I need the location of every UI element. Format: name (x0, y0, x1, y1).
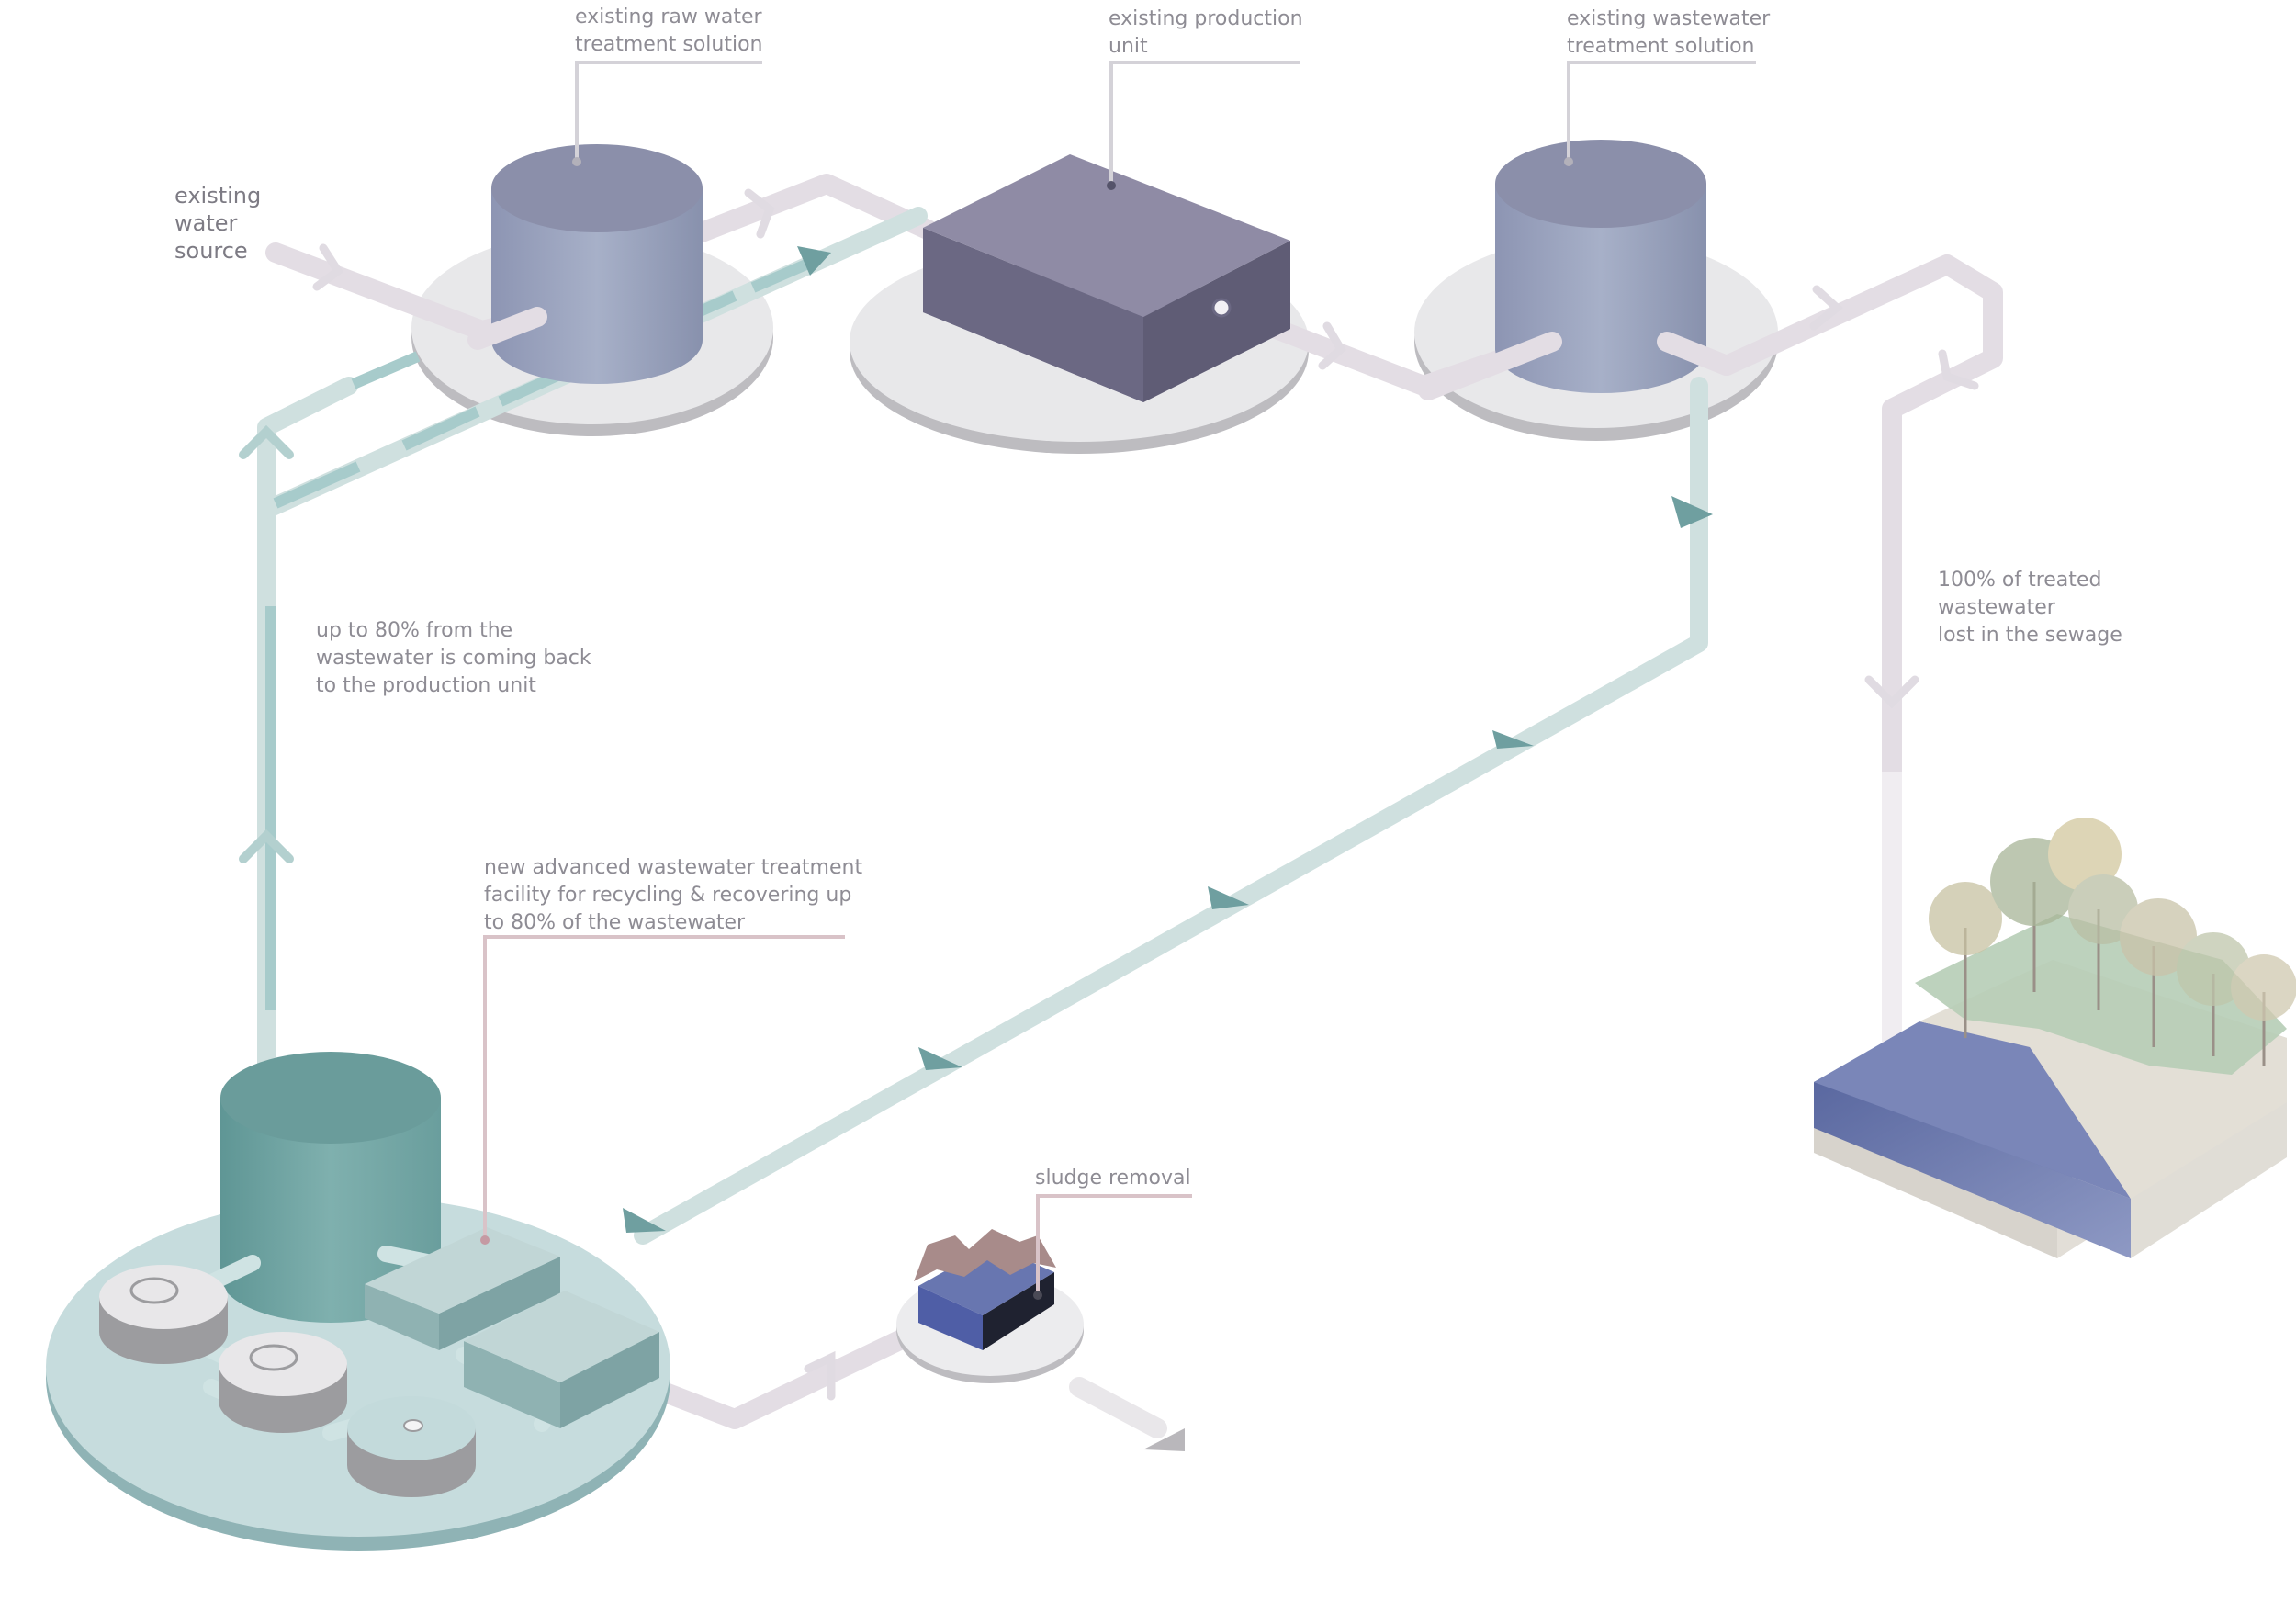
chevron-icon (1318, 321, 1346, 370)
teal-chevrons (239, 424, 294, 863)
arrowhead-icon (797, 246, 831, 276)
treatment-block-1 (365, 1227, 560, 1350)
chevron-icon (239, 829, 294, 863)
raw-water-treatment-label: existing raw water treatment solution (575, 6, 763, 56)
recycle-note-label: up to 80% from the wastewater is coming … (316, 619, 591, 697)
river-water (1814, 1082, 2131, 1258)
grey-chevrons (312, 188, 1979, 1401)
chevron-icon (312, 243, 344, 291)
river-landscape (1814, 818, 2296, 1258)
raw-tank-stub-pipe (467, 307, 547, 350)
wastewater-leader (1567, 61, 1756, 161)
sludge-arrowhead-icon (1143, 1428, 1185, 1451)
production-unit-label: existing production unit (1109, 7, 1303, 58)
raw-water-leader (575, 61, 762, 161)
chevron-icon (1938, 349, 1979, 390)
arrowhead-icon (623, 1208, 666, 1233)
wastewater-to-facility-pipe (634, 377, 1708, 1245)
wastewater-outlet-stub (1657, 332, 1737, 376)
sludge-removal-label: sludge removal (1035, 1167, 1191, 1190)
production-unit-box (923, 154, 1290, 402)
arrowhead-icon (1671, 496, 1713, 528)
chevron-icon (1809, 285, 1843, 331)
chevron-icon (744, 188, 775, 239)
chevron-icon (804, 1350, 836, 1401)
arrowhead-icon (918, 1047, 962, 1070)
water-source-label: existing water source (174, 183, 262, 264)
teal-arrowheads (623, 246, 1713, 1233)
wastewater-stub-pipe (1418, 332, 1562, 400)
river-surface (1814, 1021, 2131, 1199)
chevron-icon (239, 424, 294, 459)
raw-water-tank (491, 144, 703, 384)
clarifier-1 (99, 1265, 228, 1364)
chevron-icon (1864, 675, 1919, 709)
new-facility-label: new advanced wastewater treatment facili… (484, 856, 863, 934)
arrowhead-icon (1208, 886, 1249, 909)
tree-canopy-icon (1929, 818, 2296, 1021)
clarifier-3 (347, 1396, 476, 1497)
recycling-tank (220, 1052, 441, 1323)
treatment-block-2 (464, 1291, 659, 1428)
sludge-leader (1036, 1194, 1192, 1295)
lost-in-sewage-label: 100% of treated wastewater lost in the s… (1938, 569, 2122, 647)
new-facility-leader (483, 935, 845, 1240)
production-leader (1109, 61, 1300, 184)
arrowhead-icon (1492, 730, 1534, 749)
clarifier-2 (219, 1332, 347, 1433)
leader-dots (480, 157, 1573, 1300)
wastewater-treatment-label: existing wastewater treatment solution (1567, 7, 1771, 58)
raw-to-production-pipe (633, 174, 938, 265)
sludge-out-pipe (1069, 1377, 1167, 1438)
leader-lines (483, 61, 1756, 1295)
